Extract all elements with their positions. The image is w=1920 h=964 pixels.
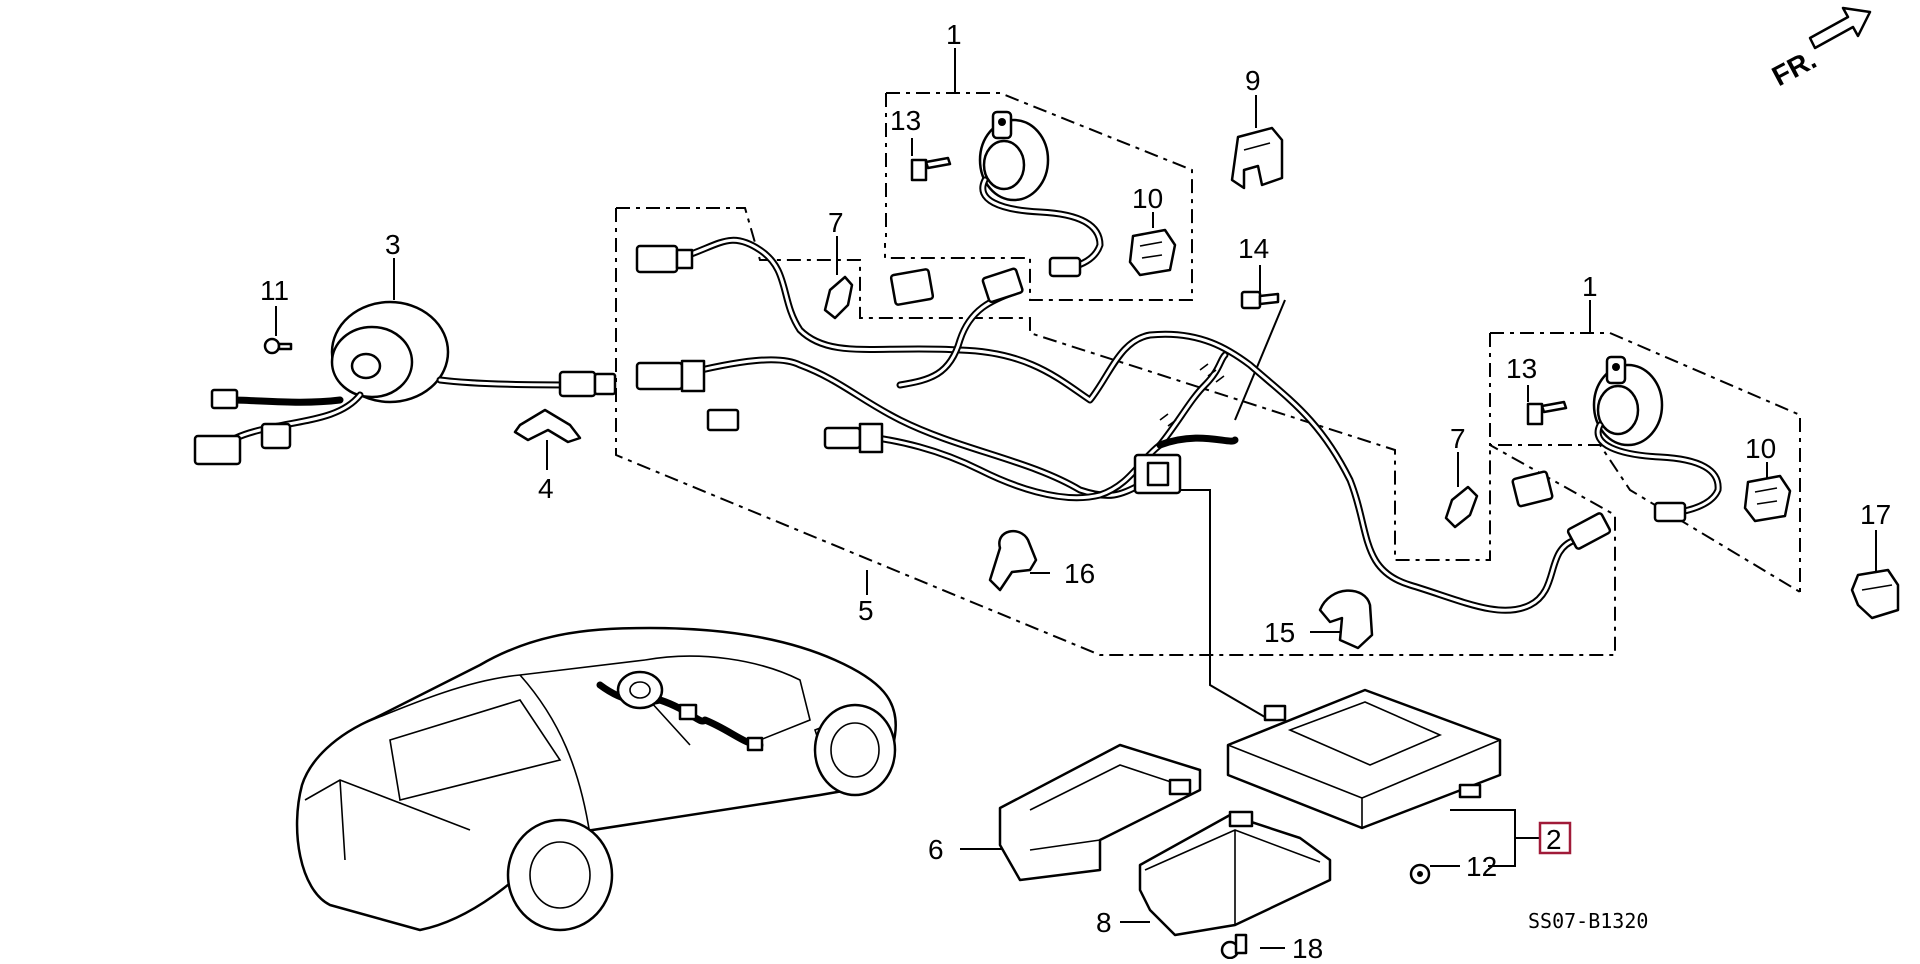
part-13-bolt-right <box>1526 400 1568 426</box>
part-7-clip-right <box>1444 485 1479 529</box>
callout-11: 11 <box>260 275 289 306</box>
front-arrow-icon <box>1808 6 1872 50</box>
outline-part-1-right-lower <box>1489 333 1801 593</box>
callout-4: 4 <box>538 473 554 504</box>
callout-10-upper: 10 <box>1132 183 1163 214</box>
part-9-bracket <box>1230 126 1284 190</box>
callout-13-right: 13 <box>1506 353 1537 384</box>
part-3-cable-reel <box>193 300 617 466</box>
callout-3: 3 <box>385 229 401 260</box>
callout-12: 12 <box>1466 851 1497 882</box>
airbag-wire-harness <box>635 236 1612 614</box>
drawing-code: SS07-B1320 <box>1528 909 1648 933</box>
callout-5: 5 <box>858 595 874 626</box>
callout-10-right: 10 <box>1745 433 1776 464</box>
callout-8: 8 <box>1096 907 1112 938</box>
callout-2-highlight-box <box>1538 821 1572 855</box>
callout-9: 9 <box>1245 65 1261 96</box>
part-1-upper-inflator <box>978 110 1104 278</box>
callout-16: 16 <box>1064 558 1095 589</box>
part-8-bracket <box>1138 810 1332 937</box>
outline-part-5-top <box>616 207 1491 561</box>
part-10-clip-upper <box>1128 228 1177 277</box>
callout-1-upper: 1 <box>946 19 962 50</box>
vehicle-location-view <box>295 626 897 932</box>
callout-17: 17 <box>1860 499 1891 530</box>
part-2-srs-unit <box>1226 688 1502 830</box>
part-14-bolt <box>1240 290 1280 310</box>
part-17-clip <box>1850 568 1900 620</box>
front-direction-indicator: FR. <box>1767 6 1872 93</box>
outline-part-1-upper <box>884 92 1193 301</box>
callout-1-right: 1 <box>1582 271 1598 302</box>
callout-7-right: 7 <box>1450 423 1466 454</box>
part-1-right-inflator <box>1592 355 1722 523</box>
callout-2-highlighted[interactable]: 2 <box>1538 821 1572 855</box>
callout-18: 18 <box>1292 933 1323 959</box>
callout-14: 14 <box>1238 233 1269 264</box>
callout-labels: 1 1 13 13 9 10 10 7 7 14 3 11 4 5 16 15 … <box>260 19 1891 964</box>
assembly-outlines <box>615 92 1801 656</box>
part-4-clip <box>513 408 582 444</box>
part-15-clamp <box>1318 589 1374 650</box>
callout-7-upper: 7 <box>828 207 844 238</box>
leader-lines <box>275 48 1877 949</box>
outline-part-5-bottom <box>615 208 1616 656</box>
part-7-clip-upper <box>823 275 854 320</box>
outline-part-1-right <box>1490 332 1801 592</box>
part-18-bolt <box>1220 933 1248 960</box>
part-6-cover <box>998 743 1202 882</box>
callout-2: 2 <box>1546 824 1562 855</box>
part-10-clip-right <box>1743 474 1792 523</box>
part-16-clamp <box>988 529 1038 592</box>
part-12-bolt <box>1409 863 1431 885</box>
callout-6: 6 <box>928 834 944 865</box>
front-direction-label: FR. <box>1767 44 1821 93</box>
callout-13-upper: 13 <box>890 105 921 136</box>
part-13-bolt-upper <box>910 156 952 182</box>
callout-15: 15 <box>1264 617 1295 648</box>
part-11-screw <box>263 337 293 355</box>
